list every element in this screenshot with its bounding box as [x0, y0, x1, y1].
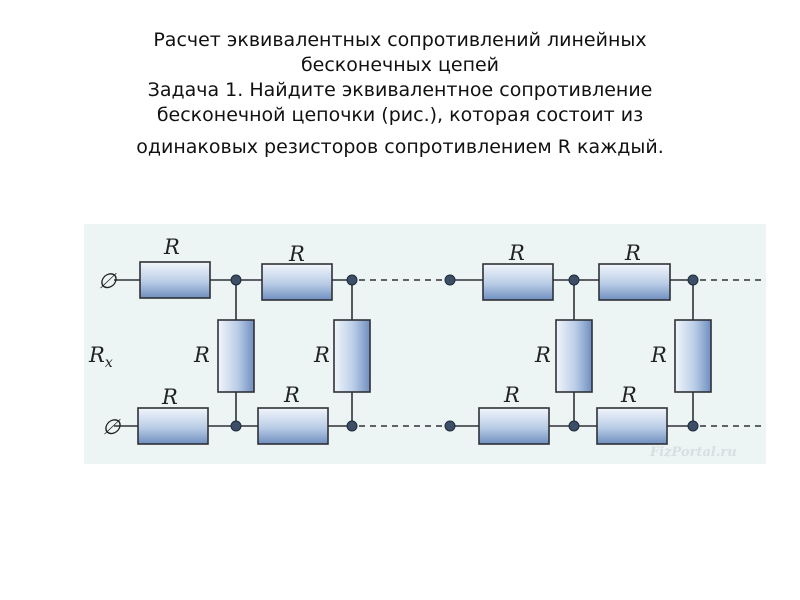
- junction-node: [568, 274, 580, 286]
- resistor-bottom-3: [478, 407, 550, 445]
- resistor-label-shunt-3: R: [534, 343, 551, 367]
- junction-node: [346, 274, 358, 286]
- heading-line-3: Задача 1. Найдите эквивалентное сопротив…: [147, 79, 653, 101]
- junction-node: [230, 420, 242, 432]
- resistor-shunt-3: [555, 319, 593, 393]
- junction-node: [687, 420, 699, 432]
- heading: Расчет эквивалентных сопротивлений линей…: [0, 28, 800, 160]
- resistor-label-top-4: R: [624, 241, 641, 265]
- resistor-label-bottom-1: R: [161, 385, 178, 409]
- heading-line-5: одинаковых резисторов сопротивлением R к…: [136, 136, 664, 158]
- resistor-label-shunt-2: R: [313, 343, 330, 367]
- top-terminal-symbol: ∅: [98, 269, 118, 293]
- junction-node: [687, 274, 699, 286]
- resistor-label-top-1: R: [163, 235, 180, 259]
- resistor-label-top-3: R: [508, 241, 525, 265]
- resistor-label-bottom-3: R: [503, 383, 520, 407]
- junction-node: [444, 274, 456, 286]
- junction-node: [346, 420, 358, 432]
- junction-node: [568, 420, 580, 432]
- junction-node: [230, 274, 242, 286]
- bottom-terminal-symbol: ∅: [102, 415, 122, 439]
- watermark: FizPortal.ru: [649, 445, 737, 460]
- resistor-top-1: [139, 261, 211, 299]
- heading-line-2: бесконечных цепей: [300, 54, 500, 76]
- resistor-top-2: [261, 263, 333, 301]
- heading-line-4: бесконечной цепочки (рис.), которая сост…: [156, 104, 644, 126]
- junction-nodes: [230, 274, 699, 432]
- resistor-shunt-1: [217, 319, 255, 393]
- input-resistance-label: Rx: [88, 343, 113, 371]
- resistor-shunt-2: [333, 319, 371, 393]
- resistor-top-4: [598, 263, 671, 301]
- resistor-bottom-2: [257, 407, 329, 445]
- resistor-label-shunt-4: R: [650, 343, 667, 367]
- junction-node: [444, 420, 456, 432]
- resistor-shunt-4: [674, 319, 712, 393]
- resistor-bottom-1: [137, 407, 209, 445]
- resistor-label-bottom-4: R: [620, 383, 637, 407]
- heading-line-1: Расчет эквивалентных сопротивлений линей…: [153, 29, 647, 51]
- resistor-label-top-2: R: [288, 242, 305, 266]
- resistor-label-shunt-1: R: [193, 343, 210, 367]
- resistor-bottom-4: [596, 407, 668, 445]
- resistor-top-3: [482, 263, 554, 301]
- resistor-label-bottom-2: R: [283, 383, 300, 407]
